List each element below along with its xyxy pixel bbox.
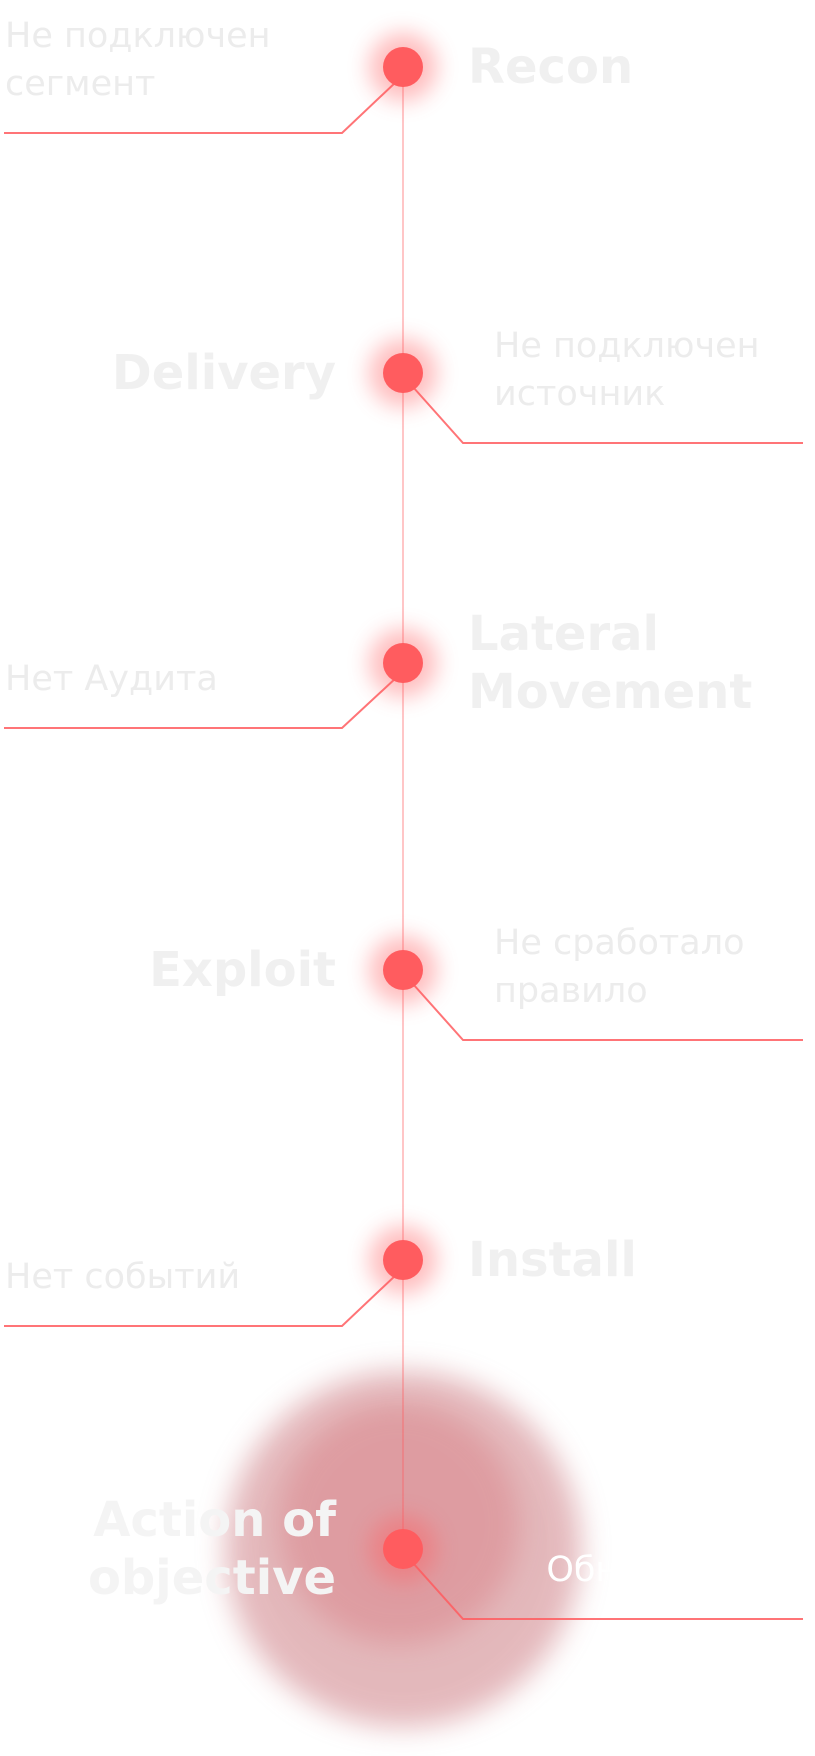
stage-status: Обнаружение [546, 1550, 803, 1590]
stage-node [383, 353, 423, 393]
stage-node [383, 1529, 423, 1569]
stage-status: правило [494, 971, 648, 1011]
stage-title: Action of [93, 1492, 337, 1548]
stage-status: источник [494, 374, 665, 414]
stage-status: Не сработало [494, 923, 745, 963]
stage-status: Нет Аудита [5, 659, 218, 699]
stage-status: Не подключен [494, 326, 760, 366]
stage-node [383, 950, 423, 990]
stage-title: Recon [468, 39, 633, 95]
stage-status: Не подключен [5, 16, 271, 56]
stage-status: Нет событий [5, 1257, 240, 1297]
stage-title: Exploit [149, 942, 336, 998]
stage-connector [4, 80, 398, 134]
stage-title: Lateral [468, 606, 659, 662]
stage-connector [412, 1562, 803, 1620]
node-layer [383, 47, 423, 1569]
stage-title: Delivery [112, 345, 336, 401]
stage-node [383, 643, 423, 683]
stage-connector [4, 1273, 398, 1327]
stage-title: objective [88, 1550, 336, 1606]
stage-connector [4, 676, 398, 729]
stage-node [383, 47, 423, 87]
connector-layer [4, 67, 803, 1620]
stage-title: Install [468, 1232, 637, 1288]
stage-node [383, 1240, 423, 1280]
stage-title: Movement [468, 664, 752, 720]
stage-status: сегмент [5, 64, 155, 104]
stage-connector [412, 386, 803, 444]
stage-connector [412, 983, 803, 1041]
